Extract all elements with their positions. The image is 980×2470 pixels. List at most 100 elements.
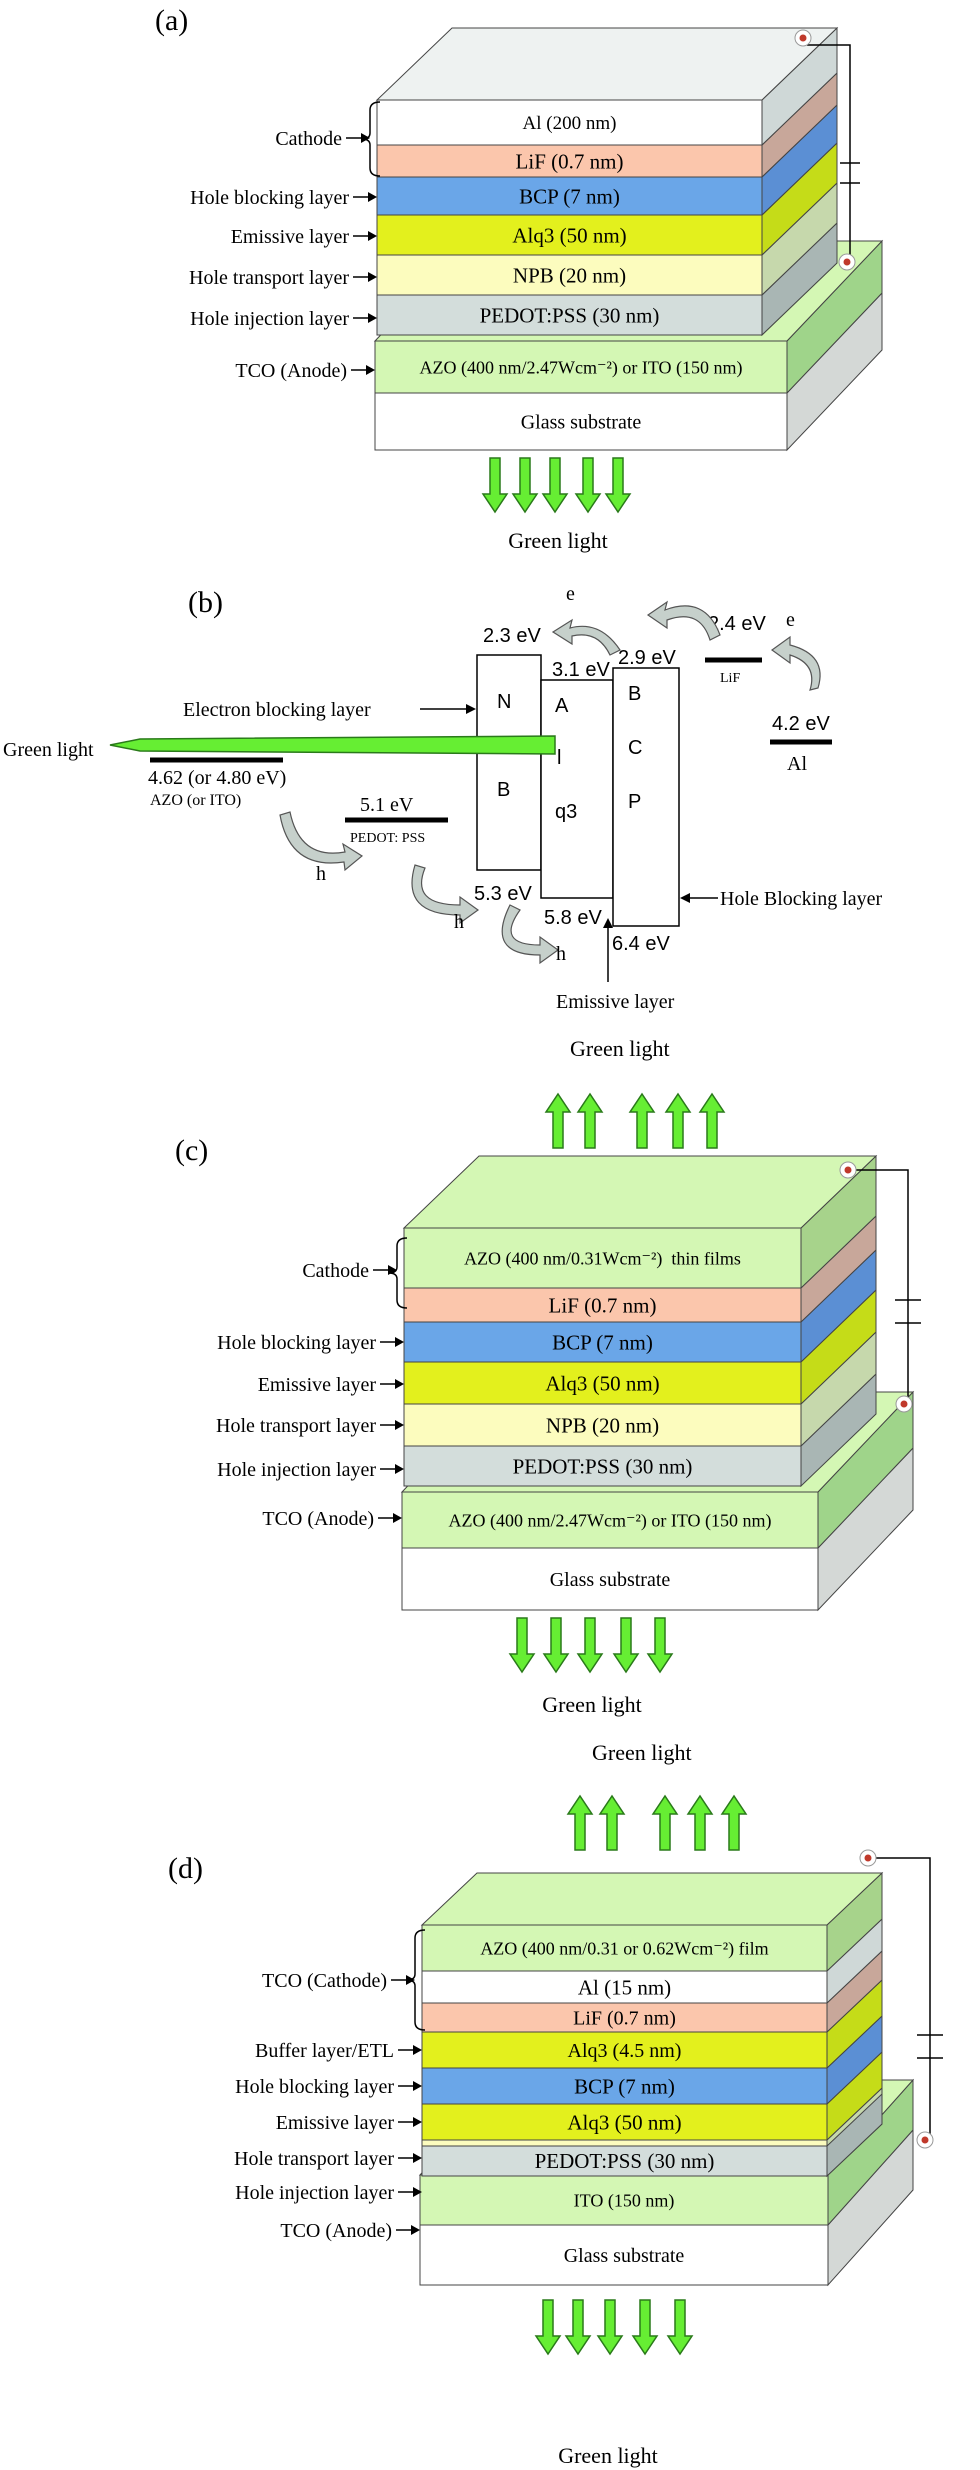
- panel-a-arrowhead-hole-transport-layer: [368, 272, 377, 282]
- panel-d-light-down-arrow-2: [597, 2299, 623, 2355]
- panel-d-arrowhead-hole-blocking-layer: [413, 2081, 422, 2091]
- azo-name: AZO (or ITO): [150, 792, 241, 809]
- hole-arrow-azo: [279, 811, 364, 872]
- panel-d-arrowhead-hole-transport-layer: [413, 2153, 422, 2163]
- panel-c-arrowhead-cathode: [388, 1265, 397, 1275]
- pedot-name: PEDOT: PSS: [350, 831, 425, 846]
- panel-d-layer-pedot-label: PEDOT:PSS (30 nm): [535, 2149, 715, 2173]
- npb-letter-b: B: [497, 779, 510, 801]
- panel-a-light-down-arrow-3: [575, 457, 601, 513]
- panel-a-layer-5-label: PEDOT:PSS (30 nm): [480, 303, 660, 327]
- panel-c-light-label-bottom: Green light: [542, 1692, 642, 1717]
- panel-c-arrowhead-hole-blocking-layer: [395, 1337, 404, 1347]
- panel-c-layer-5-label: PEDOT:PSS (30 nm): [513, 1454, 693, 1478]
- panel-d-tag: (d): [168, 1852, 203, 1885]
- panel-a-contact-dot-0: [799, 34, 807, 42]
- panel-c-layer-3-front: [403, 1361, 802, 1405]
- panel-a-layer-2-front: [376, 176, 763, 216]
- panel-c-light-down-arrow-4: [647, 1617, 673, 1673]
- panel-b-tag: (b): [188, 586, 223, 619]
- panel-a-tag: (a): [155, 4, 188, 37]
- panel-a-layer-5-front: [376, 294, 763, 336]
- panel-c-circuit-wire: [852, 1169, 921, 1405]
- bcp-band: [612, 667, 680, 927]
- panel-c-layer-2-label: BCP (7 nm): [552, 1330, 653, 1354]
- panel-a-arrowhead-tco-anode: [366, 365, 375, 375]
- panel-a-layer-0-label: Al (200 nm): [523, 113, 617, 134]
- panel-a-arrowhead-cathode: [361, 133, 370, 143]
- panel-d-arrowhead-hole-injection-layer: [413, 2187, 422, 2197]
- panel-a-layer-4-label: NPB (20 nm): [513, 263, 626, 287]
- panel-d-arrowhead-emissive-layer: [413, 2117, 422, 2127]
- panel-d-light-up-arrow-4: [721, 1795, 747, 1851]
- panel-a-light-down-arrow-4: [605, 457, 631, 513]
- panel-b-energy-diagram: (b) 2.3 eV 5.3 eV N P B 3.1 eV 5.8 eV A …: [3, 583, 883, 1061]
- lif-name: LiF: [720, 671, 740, 686]
- panel-d-label-buffer-layer-etl: Buffer layer/ETL: [255, 2040, 394, 2062]
- panel-c-layer-2-front: [403, 1321, 802, 1363]
- panel-d-light-down-arrow-0: [535, 2299, 561, 2355]
- emissive-layer-label: Emissive layer: [556, 991, 675, 1013]
- panel-d-label-emissive-layer: Emissive layer: [276, 2112, 395, 2134]
- panel-a-layer-3-label: Alq3 (50 nm): [512, 223, 626, 247]
- panel-b-green-light-bottom: Green light: [570, 1036, 670, 1061]
- panel-c-layer-0-label: Glass substrate: [550, 1569, 671, 1591]
- panel-d-layer-0-top: [420, 1872, 884, 1926]
- electron-symbol-1: e: [566, 583, 575, 605]
- bcp-letter-b: B: [628, 683, 641, 705]
- panel-c-light-up-arrow-0: [545, 1093, 571, 1149]
- alq3-letter-l: l: [557, 747, 561, 769]
- electron-arrow-bcp: [551, 618, 621, 656]
- panel-c-label-emissive-layer: Emissive layer: [258, 1374, 377, 1396]
- electron-arrow-al: [770, 635, 821, 691]
- panel-d-layer-pedot-front: [421, 2145, 828, 2177]
- panel-d-layer-1-front: [421, 1970, 828, 2004]
- panel-c-contact-dot-0: [844, 1166, 852, 1174]
- panel-d-layer-1-label: Al (15 nm): [578, 1975, 671, 1999]
- electron-arrow-lif: [646, 600, 721, 641]
- npb-band: [476, 654, 542, 871]
- charge-transfer-arrows: [279, 600, 821, 965]
- panel-c-tag: (c): [175, 1134, 208, 1167]
- alq3-letter-a: A: [555, 695, 569, 717]
- panel-d-layer-0-label: AZO (400 nm/0.31 or 0.62Wcm⁻²) film: [480, 1938, 768, 1959]
- panel-a-label-hole-transport-layer: Hole transport layer: [189, 267, 349, 289]
- panel-c-label-tco-anode: TCO (Anode): [262, 1508, 374, 1530]
- panel-c-layer-0-top: [402, 1155, 878, 1229]
- panel-a-arrowhead-hole-blocking-layer: [368, 192, 377, 202]
- panel-a-light-down-arrow-2: [542, 457, 568, 513]
- bcp-letter-c: C: [628, 737, 642, 759]
- panel-a-layer-0-front: [374, 340, 788, 394]
- panel-d-contact-dot-0: [864, 1854, 872, 1862]
- panel-c-layer-3-label: Alq3 (50 nm): [545, 1371, 659, 1395]
- panel-d-green-light-top: Green light: [592, 1740, 692, 1765]
- electron-symbol-2: e: [786, 609, 795, 631]
- panel-c-arrowhead-tco-anode: [393, 1513, 402, 1523]
- panel-a-label-hole-injection-layer: Hole injection layer: [190, 308, 349, 330]
- panel-a-label-tco-anode: TCO (Anode): [235, 360, 347, 382]
- panel-a-contact-dot-1: [843, 258, 851, 266]
- panel-a-label-emissive-layer: Emissive layer: [231, 226, 350, 248]
- panel-c-light-down-arrow-2: [577, 1617, 603, 1673]
- panel-c-layer-0-label: AZO (400 nm/2.47Wcm⁻²) or ITO (150 nm): [448, 1510, 771, 1531]
- panel-a-arrowhead-emissive-layer: [368, 231, 377, 241]
- panel-a-layer-1-label: LiF (0.7 nm): [516, 149, 624, 173]
- panel-c-light-down-arrow-3: [613, 1617, 639, 1673]
- panel-a-layer-0-front: [376, 99, 763, 146]
- green-light-left-label: Green light: [3, 739, 94, 761]
- emissive-arrowhead: [603, 918, 613, 928]
- electron-blocking-label: Electron blocking layer: [183, 699, 371, 721]
- panel-a-label-cathode: Cathode: [275, 128, 342, 150]
- panel-a-label-hole-blocking-layer: Hole blocking layer: [190, 187, 349, 209]
- panel-c-light-up-arrow-1: [577, 1093, 603, 1149]
- alq3-letter-q3: q3: [555, 801, 577, 823]
- azo-level-label: 4.62 (or 4.80 eV): [148, 767, 286, 789]
- panel-c-light-down-arrow-1: [543, 1617, 569, 1673]
- npb-letter-n: N: [497, 691, 511, 713]
- panel-d-label-tco-cathode: TCO (Cathode): [262, 1970, 387, 1992]
- panel-d-light-label-bottom: Green light: [558, 2443, 658, 2468]
- panel-c-layer-1-label: LiF (0.7 nm): [549, 1293, 657, 1317]
- pedot-level-label: 5.1 eV: [360, 794, 414, 816]
